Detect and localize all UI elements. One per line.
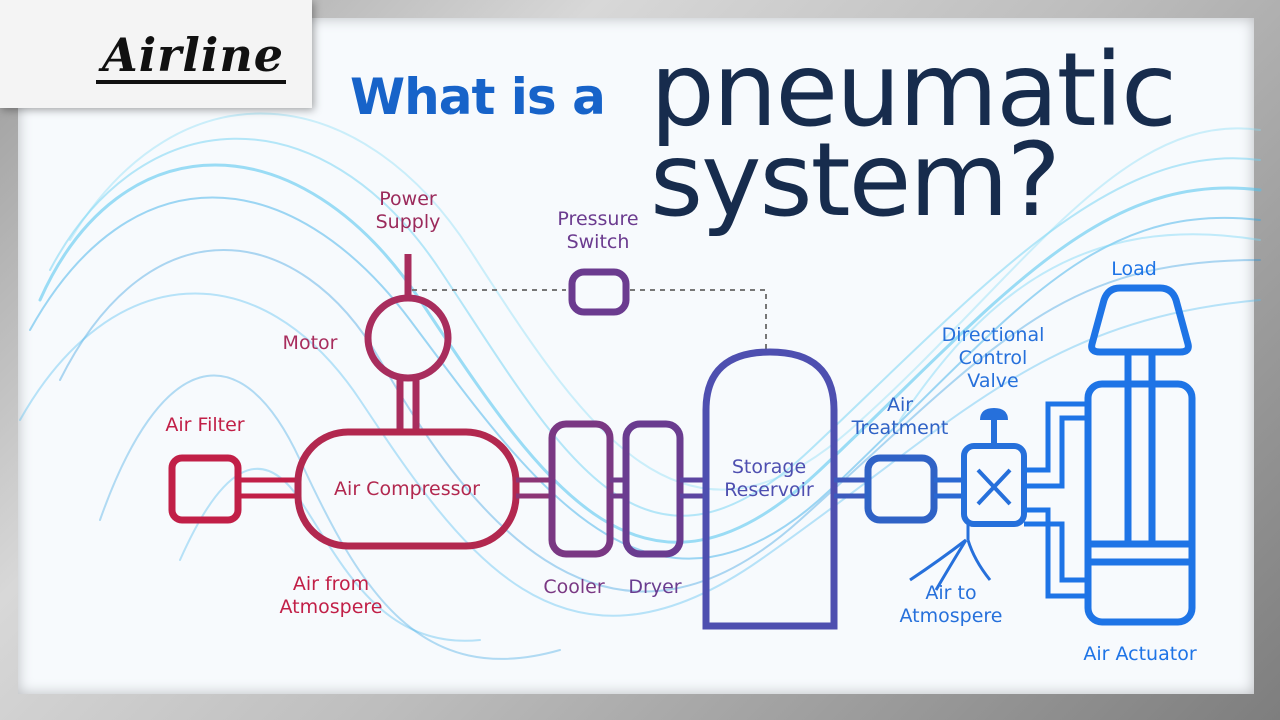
- label-cooler: Cooler: [543, 576, 605, 598]
- label-air-actuator: Air Actuator: [1083, 643, 1197, 665]
- wave-decoration: [19, 112, 1262, 660]
- label-air-filter: Air Filter: [165, 414, 245, 436]
- label-power-supply: Power Supply: [375, 188, 441, 233]
- label-pressure-switch: Pressure Switch: [557, 208, 639, 253]
- label-load: Load: [1111, 258, 1157, 280]
- label-directional-control-valve: Directional Control Valve: [941, 324, 1045, 392]
- label-dryer: Dryer: [628, 576, 682, 598]
- label-air-from-atmosphere: Air from Atmospere: [279, 573, 383, 618]
- label-motor: Motor: [282, 332, 338, 354]
- title-line-2: pneumatic: [650, 31, 1177, 150]
- brand-name: Airline: [102, 28, 285, 82]
- label-air-treatment: Air Treatment: [851, 394, 949, 439]
- brand-logo[interactable]: Airline: [0, 0, 312, 108]
- label-storage-reservoir: Storage Reservoir: [724, 456, 814, 501]
- label-air-compressor: Air Compressor: [334, 478, 480, 500]
- label-air-to-atmosphere: Air to Atmospere: [899, 582, 1003, 627]
- title-line-3: system?: [650, 121, 1061, 240]
- title-line-1: What is a: [350, 68, 606, 126]
- brand-underline: [96, 80, 286, 84]
